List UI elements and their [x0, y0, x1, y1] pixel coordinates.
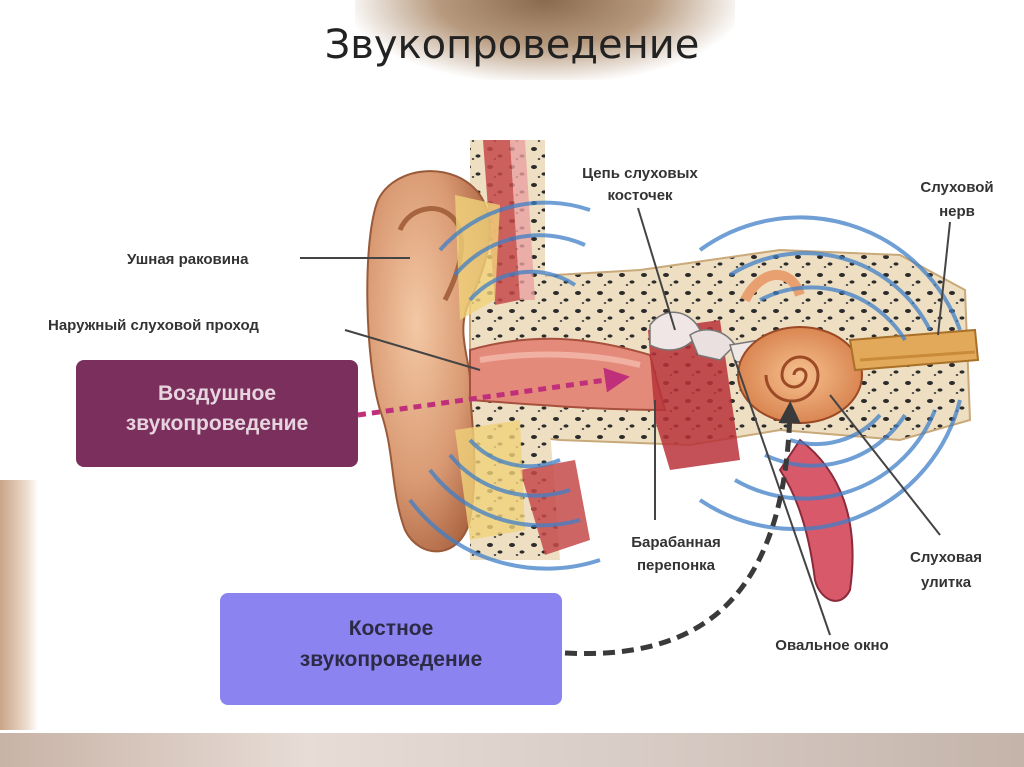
label-ossicles-line1: Цепь слуховых — [582, 165, 698, 182]
air-conduction-line2: звукопроведение — [126, 412, 309, 435]
label-pinna: Ушная раковина — [127, 251, 249, 268]
air-conduction-line1: Воздушное — [158, 382, 276, 405]
label-cochlea-line1: Слуховая — [910, 549, 982, 566]
bone-conduction-line1: Костное — [349, 617, 434, 640]
label-nerve-line2: нерв — [939, 203, 975, 220]
bone-conduction-box: Костное звукопроведение — [220, 593, 562, 705]
label-ear-canal: Наружный слуховой проход — [48, 317, 259, 334]
bone-conduction-line2: звукопроведение — [300, 648, 483, 671]
label-nerve-line1: Слуховой — [920, 179, 993, 196]
label-oval-window: Овальное окно — [775, 637, 888, 654]
label-ossicles-line2: косточек — [607, 187, 673, 204]
air-conduction-box: Воздушное звукопроведение — [76, 360, 358, 467]
label-eardrum-line1: Барабанная — [631, 534, 720, 551]
label-eardrum-line2: перепонка — [637, 557, 716, 574]
label-cochlea-line2: улитка — [921, 574, 972, 591]
